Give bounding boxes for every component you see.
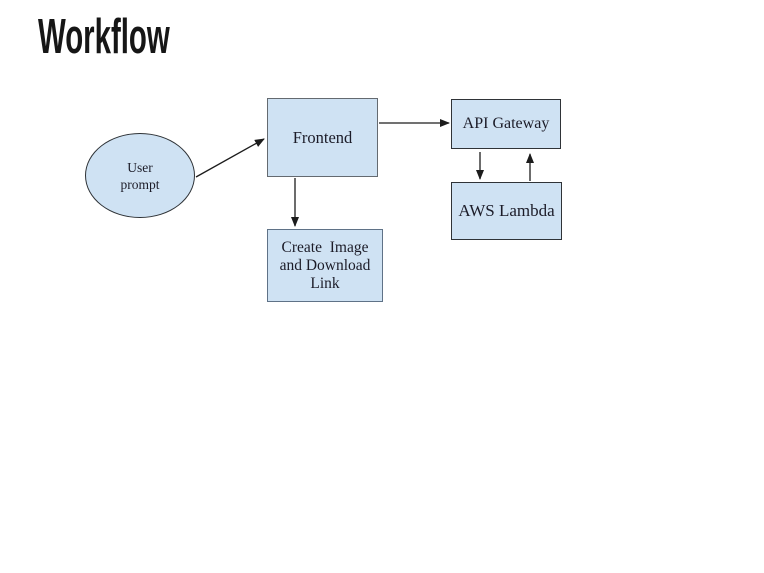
node-aws-lambda: AWS Lambda bbox=[451, 182, 562, 240]
node-aws-lambda-label: AWS Lambda bbox=[458, 201, 555, 220]
node-create-image-label-line2: and Download bbox=[279, 256, 371, 274]
node-create-image-label-line3: Link bbox=[310, 274, 340, 292]
node-create-image: Create Image and Download Link bbox=[267, 229, 383, 302]
node-frontend: Frontend bbox=[267, 98, 378, 177]
page-title: Workflow bbox=[38, 10, 170, 64]
node-create-image-label-line1: Create Image bbox=[281, 238, 369, 256]
node-api-gateway: API Gateway bbox=[451, 99, 561, 149]
node-frontend-label: Frontend bbox=[292, 127, 353, 147]
node-user-prompt: User prompt bbox=[85, 133, 195, 218]
node-api-gateway-label: API Gateway bbox=[462, 115, 550, 132]
node-user-prompt-label-line2: prompt bbox=[120, 176, 160, 192]
arrow-user-prompt-to-frontend bbox=[195, 138, 265, 178]
node-user-prompt-label-line1: User bbox=[127, 159, 153, 175]
